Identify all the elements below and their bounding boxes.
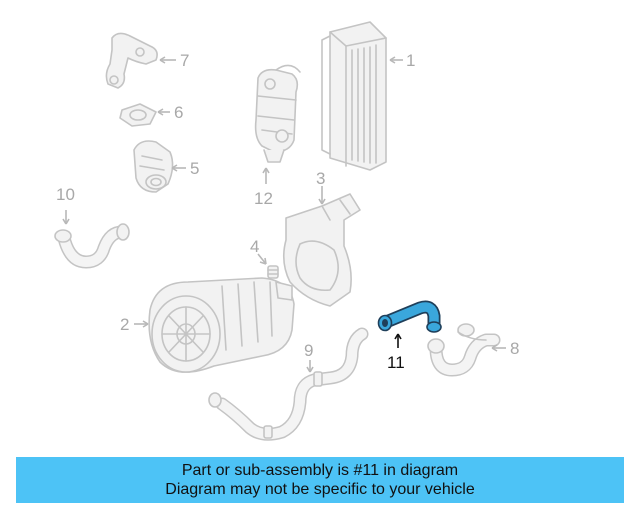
callout-3: 3 [316, 169, 325, 188]
banner-disclaimer-line: Diagram may not be specific to your vehi… [165, 481, 475, 498]
callout-11: 11 [387, 353, 405, 372]
callout-8: 8 [510, 339, 519, 358]
callout-6: 6 [174, 103, 183, 122]
callout-5: 5 [190, 159, 199, 178]
part-2-air-pump [148, 277, 295, 373]
part-5-valve [133, 140, 174, 193]
part-4-fastener [267, 265, 279, 279]
part-1-cooler [321, 21, 387, 171]
info-banner: Part or sub-assembly is #11 in diagram D… [16, 457, 624, 503]
part-8-hose [427, 323, 501, 377]
part-3-housing [282, 193, 361, 307]
banner-part-line: Part or sub-assembly is #11 in diagram [181, 462, 459, 479]
part-7-bracket [105, 32, 158, 89]
part-12-control-valve [254, 64, 301, 163]
callout-4: 4 [250, 237, 259, 256]
callout-12: 12 [254, 189, 273, 208]
part-6-gasket [119, 103, 157, 127]
callout-9: 9 [304, 341, 313, 360]
callout-1: 1 [406, 51, 415, 70]
callout-10: 10 [56, 185, 75, 204]
part-10-hose [54, 223, 130, 269]
parts-diagram: 1 7 6 5 12 10 [54, 21, 519, 441]
part-11-highlighted-hose [377, 300, 442, 333]
callout-2: 2 [120, 315, 129, 334]
callout-7: 7 [180, 51, 189, 70]
part-9-hose [208, 327, 369, 441]
